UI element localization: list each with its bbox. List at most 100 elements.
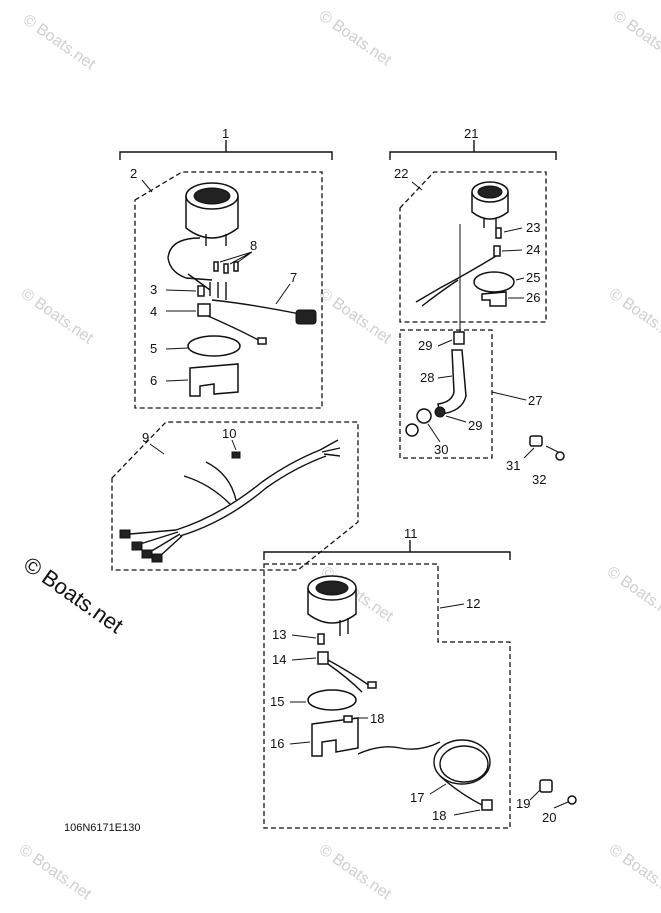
part-13 <box>317 633 325 645</box>
part-18 <box>481 799 493 811</box>
cable-17 <box>357 741 441 755</box>
leader-25 <box>515 277 525 281</box>
part-label-19: 19 <box>516 796 530 811</box>
watermark-text: © Boats.net <box>18 285 97 347</box>
part-label-29b: 29 <box>468 418 482 433</box>
gauge-face <box>315 580 349 596</box>
ring-5 <box>187 335 241 357</box>
terminal-8 <box>233 261 239 272</box>
assembly-1: 1 2 3 4 5 6 7 8 <box>119 126 333 409</box>
gauge-lead-wire <box>187 273 211 291</box>
leader-27 <box>491 391 527 401</box>
assembly-9: 9 10 <box>111 421 359 571</box>
leader-28 <box>437 375 453 379</box>
gauge-12 <box>307 575 357 636</box>
part-label-8: 8 <box>250 238 257 253</box>
bracket-16 <box>311 717 359 757</box>
part-label-28: 28 <box>420 370 434 385</box>
assembly-21: 21 22 23 24 25 26 27 28 29 29 30 31 32 <box>389 126 565 487</box>
part-label-24: 24 <box>526 242 540 257</box>
harness-9-plug <box>141 549 153 559</box>
part-label-16: 16 <box>270 736 284 751</box>
part-label-3: 3 <box>150 282 157 297</box>
part-label-13: 13 <box>272 627 286 642</box>
part-label-29a: 29 <box>418 338 432 353</box>
part-29 <box>434 406 446 418</box>
cable-17-end <box>439 775 485 807</box>
part-18 <box>343 715 353 723</box>
watermark-text: © Boats.net <box>16 841 95 903</box>
lead-terminal <box>257 337 267 345</box>
gauge-22 <box>471 181 509 228</box>
cable-17-coil <box>433 739 491 785</box>
leader-32 <box>545 445 559 453</box>
harness-7-wires <box>209 282 227 300</box>
part-label-1: 1 <box>222 126 229 141</box>
part-label-22: 22 <box>394 166 408 181</box>
watermark-text: © Boats.net <box>606 285 661 347</box>
washer-30 <box>405 423 419 437</box>
part-label-5: 5 <box>150 341 157 356</box>
part-label-2: 2 <box>130 166 137 181</box>
harness-9-branch <box>205 461 237 501</box>
part-label-18b: 18 <box>432 808 446 823</box>
leader-12 <box>439 603 465 609</box>
watermark-text: © Boats.net <box>20 11 99 73</box>
leader-5 <box>165 347 189 350</box>
part-label-30: 30 <box>434 442 448 457</box>
part-label-21: 21 <box>464 126 478 141</box>
part-24 <box>493 245 501 257</box>
part-19 <box>539 779 553 793</box>
part-label-31: 31 <box>506 458 520 473</box>
part-10 <box>231 451 241 459</box>
gauge-face <box>477 185 503 199</box>
part-label-12: 12 <box>466 596 480 611</box>
gauge-lead-wire <box>167 237 213 281</box>
harness-9-branch <box>183 475 231 505</box>
bracket-11 <box>263 551 511 560</box>
part-label-10: 10 <box>222 426 236 441</box>
gauge-face <box>193 187 231 205</box>
part-label-17: 17 <box>410 790 424 805</box>
cable-17-coil <box>439 745 489 783</box>
lead-wire-14 <box>327 659 371 687</box>
part-label-9: 9 <box>142 430 149 445</box>
leader-8 <box>219 251 253 265</box>
hose-28 <box>437 349 467 415</box>
part-label-4: 4 <box>150 304 157 319</box>
lead-wire-14 <box>327 663 363 693</box>
watermark-text: © Boats.net <box>316 7 395 69</box>
group-outline-22 <box>399 171 547 323</box>
harness-9 <box>179 455 327 537</box>
part-32 <box>555 451 565 461</box>
leader-29 <box>445 415 467 423</box>
leader-9 <box>149 443 165 455</box>
group-outline-9 <box>111 421 359 571</box>
leader-19 <box>529 789 541 801</box>
harness-9 <box>175 449 321 531</box>
diagram-code: 106N6171E130 <box>64 822 140 834</box>
lead-wire-24 <box>415 255 497 303</box>
bracket-21 <box>389 151 557 160</box>
harness-7-plug <box>295 309 317 325</box>
part-label-25: 25 <box>526 270 540 285</box>
leader-18 <box>453 809 481 816</box>
watermark-text: © Boats.net <box>606 841 661 903</box>
watermark-text: © Boats.net <box>316 285 395 347</box>
leader-7 <box>275 283 291 305</box>
leader-3 <box>165 289 197 292</box>
part-label-14: 14 <box>272 652 286 667</box>
part-label-11: 11 <box>404 526 418 541</box>
part-31 <box>529 435 543 447</box>
ring-25 <box>473 271 515 293</box>
part-label-23: 23 <box>526 220 540 235</box>
harness-9-plug <box>131 541 143 551</box>
watermark-text: © Boats.net <box>610 7 661 69</box>
part-label-26: 26 <box>526 290 540 305</box>
harness-9-plug <box>151 553 163 563</box>
leader-31 <box>523 447 535 459</box>
leader-6 <box>165 379 189 382</box>
leader-23 <box>503 227 523 233</box>
leader-2 <box>141 179 153 193</box>
